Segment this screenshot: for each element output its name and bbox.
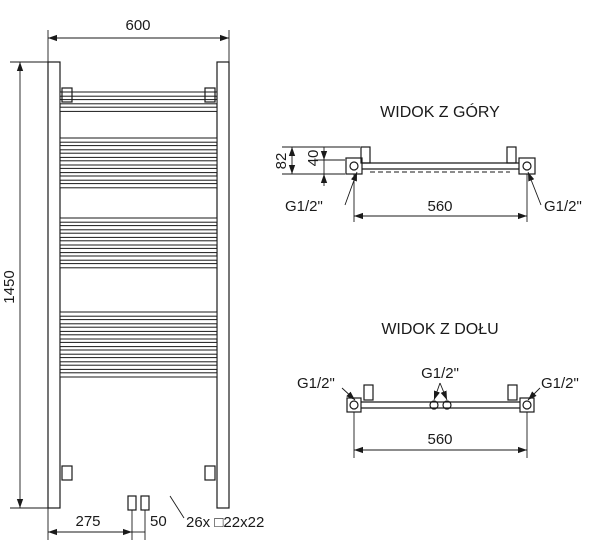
bottom-inlet-right	[140, 495, 150, 511]
tube-22	[59, 341, 218, 348]
top-left-collector	[345, 157, 363, 175]
tube-spec-label: 26x □22x22	[186, 514, 264, 531]
bottom-right-bracket	[204, 465, 216, 481]
tube-26	[59, 372, 218, 378]
bottom-inlet-left	[127, 495, 137, 511]
bottom-center-thread-leader-a	[433, 382, 441, 401]
front-view: 600 1450 275 50 26x □22x22	[1, 17, 264, 540]
bottom-right-bracket-post	[507, 384, 518, 401]
tubes-group	[59, 91, 218, 378]
tube-14	[59, 240, 218, 246]
tube-18	[59, 311, 218, 317]
bottom-center-thread-label: G1/2"	[421, 365, 459, 382]
tube-1	[59, 91, 218, 97]
tube-19	[59, 319, 218, 325]
tube-25	[59, 364, 218, 370]
bottom-560-label: 560	[427, 431, 452, 448]
tube-3	[59, 106, 218, 112]
tube-15	[59, 247, 218, 254]
bottom-view-title: WIDOK Z DOŁU	[381, 321, 498, 338]
tube-leader-line	[169, 495, 185, 519]
bottom-right-thread-leader	[527, 387, 541, 401]
top-right-thread-label: G1/2"	[544, 198, 582, 215]
left-collector	[47, 61, 61, 509]
tube-9	[59, 175, 218, 181]
tube-7	[59, 160, 218, 166]
width-dimension-label: 600	[125, 17, 150, 34]
tube-24	[59, 357, 218, 363]
tube-10	[59, 183, 218, 189]
top-view-title: WIDOK Z GÓRY	[380, 102, 500, 121]
bottom-left-bracket-post	[363, 384, 374, 401]
tube-5	[59, 145, 218, 151]
bottom-left-collector	[346, 397, 362, 413]
right-collector	[216, 61, 230, 509]
tube-20	[59, 326, 218, 332]
tube-17	[59, 263, 218, 269]
top-560-label: 560	[427, 198, 452, 215]
bottom-center-port-left	[429, 400, 439, 410]
tube-2	[59, 99, 218, 105]
top-view: WIDOK Z GÓRY 82 40 560 G1/2" G1/2"	[273, 102, 582, 222]
spacing-dimension-label: 50	[150, 513, 167, 530]
depth-82-label: 82	[273, 153, 290, 170]
top-right-bracket-post	[506, 146, 517, 164]
tube-12	[59, 225, 218, 231]
top-right-thread-leader	[527, 171, 542, 206]
tube-8	[59, 167, 218, 174]
bottom-view: WIDOK Z DOŁU 560 G1/2" G1/2" G1/2"	[297, 321, 579, 458]
top-left-thread-leader	[344, 171, 358, 206]
bottom-left-thread-leader	[341, 387, 356, 401]
bottom-right-collector	[519, 397, 535, 413]
tube-16	[59, 255, 218, 261]
offset-dimension-label: 275	[75, 513, 100, 530]
depth-40-label: 40	[305, 150, 322, 167]
bottom-right-port	[522, 400, 532, 410]
top-left-bracket	[61, 87, 73, 103]
top-right-bracket	[204, 87, 216, 103]
tube-21	[59, 334, 218, 340]
tube-13	[59, 232, 218, 238]
bottom-left-bracket	[61, 465, 73, 481]
tube-4	[59, 137, 218, 143]
bottom-right-thread-label: G1/2"	[541, 375, 579, 392]
bottom-center-port-right	[442, 400, 452, 410]
height-dimension-label: 1450	[1, 270, 18, 303]
top-right-port	[522, 161, 532, 171]
top-right-collector	[518, 157, 536, 175]
bottom-left-port	[349, 400, 359, 410]
bottom-left-thread-label: G1/2"	[297, 375, 335, 392]
tube-6	[59, 152, 218, 158]
top-left-port	[349, 161, 359, 171]
top-left-thread-label: G1/2"	[285, 198, 323, 215]
tube-11	[59, 217, 218, 223]
bottom-center-thread-leader-b	[439, 382, 448, 401]
tube-23	[59, 349, 218, 355]
